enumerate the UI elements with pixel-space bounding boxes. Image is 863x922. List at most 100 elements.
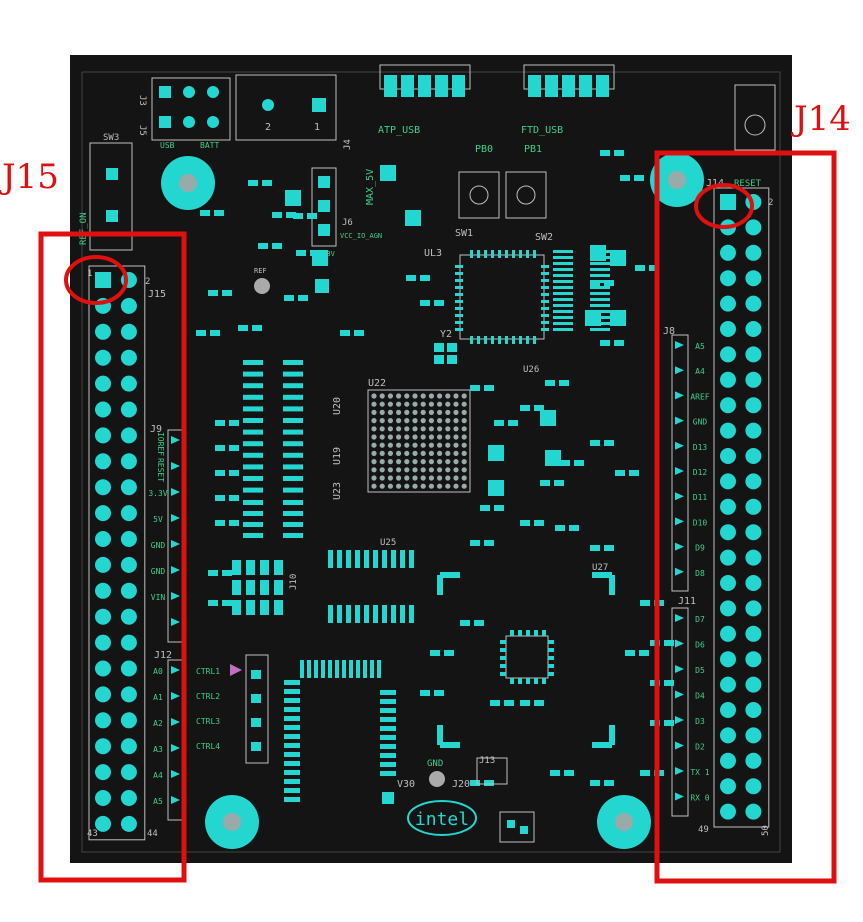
test-point-ref <box>254 278 270 294</box>
header-j15-pin-pad <box>95 712 111 729</box>
header-j14-pin-pad <box>720 448 736 464</box>
label-vcc-io: VCC_IO_AGN <box>340 232 382 240</box>
chip-u25-pin <box>346 550 351 568</box>
qfp-pin <box>455 314 463 317</box>
header-j14-pin-pad <box>745 803 762 820</box>
chip-u25-pin <box>400 605 405 623</box>
bga-ball <box>387 483 393 489</box>
chip-u25-pin <box>400 550 405 568</box>
qfp-pin <box>512 250 515 258</box>
board-silk-border <box>81 71 781 853</box>
bga-ball <box>428 459 434 465</box>
bga-ball <box>445 426 451 432</box>
header-j15-pin-pad <box>95 815 111 832</box>
smd-pad <box>620 175 630 181</box>
qfn-pin <box>548 656 554 660</box>
label-atp-usb: ATP_USB <box>378 125 420 136</box>
bga-ball <box>387 434 393 440</box>
switch-sw3-outline <box>89 142 133 251</box>
qfp-pin <box>470 250 473 258</box>
header-j8-pin <box>675 567 684 576</box>
highlight-circle-j14-pin1 <box>694 183 754 229</box>
chip-u25-pin <box>373 605 378 623</box>
bga-ball <box>371 459 377 465</box>
mounting-hole <box>615 813 633 831</box>
bga-ball <box>428 401 434 407</box>
qfp-pin <box>553 256 573 259</box>
qfp-pin <box>526 336 529 344</box>
label-pb1: PB1 <box>524 144 542 155</box>
smd-pad <box>604 545 614 551</box>
label-u25: U25 <box>380 538 396 548</box>
chip-bottom-pin <box>284 788 300 793</box>
smd-pad <box>229 470 239 476</box>
smd-pad <box>534 520 544 526</box>
smd-large-pad <box>540 410 556 426</box>
bga-ball <box>437 426 443 432</box>
qfp-pin <box>553 328 573 331</box>
j10-pad <box>274 580 283 595</box>
chip-bottom-pin <box>284 743 300 748</box>
j8-pin-label: A5 <box>695 342 705 351</box>
bga-ball <box>379 393 385 399</box>
bga-ball <box>461 442 467 448</box>
header-j14-pin-pad <box>745 371 762 388</box>
chip-u20-pin <box>283 429 303 435</box>
smd-pad <box>590 780 600 786</box>
smd-large-pad <box>285 190 301 206</box>
smd-pad <box>604 440 614 446</box>
bga-ball <box>387 418 393 424</box>
header-j15-pin-pad <box>120 815 137 832</box>
smd-pad <box>210 330 220 336</box>
header-j14-pin-pad <box>720 270 736 287</box>
smd-pad <box>604 780 614 786</box>
chip-u25-pin <box>328 550 333 568</box>
bga-ball <box>461 467 467 473</box>
header-j15-pin-pad <box>95 686 111 703</box>
header-j15-pin-pad <box>120 556 137 573</box>
header-j12-pin <box>171 770 180 778</box>
smd-pad <box>252 325 262 331</box>
bga-ball <box>453 393 459 399</box>
smd-pad <box>604 280 614 286</box>
chip-bottom-pin <box>314 660 318 678</box>
qfp-pin <box>590 304 610 307</box>
j11-pin-label: D3 <box>695 717 705 726</box>
smd-pad <box>664 680 674 686</box>
bga-ball <box>379 409 385 415</box>
switch-sw3-pad <box>106 168 118 180</box>
chip-ul3-outline <box>459 254 545 340</box>
smd-pad <box>298 295 308 301</box>
test-point-gnd <box>429 771 445 787</box>
bga-ball <box>437 401 443 407</box>
smd-pad <box>540 480 550 486</box>
smd-pad <box>229 520 239 526</box>
bga-ball <box>437 418 443 424</box>
chip-bottom-pin <box>284 779 300 784</box>
label-j11: J11 <box>678 596 696 607</box>
smd-large-pad <box>585 310 601 326</box>
j11-pin-label: D6 <box>695 641 705 650</box>
smd-pad <box>664 720 674 726</box>
bga-ball <box>412 418 418 424</box>
chip-u27-corner-marks <box>437 572 615 748</box>
qfn-pin <box>500 672 506 676</box>
usb-connector-pad <box>401 75 414 97</box>
smd-large-pad <box>380 165 396 181</box>
qfp-pin <box>590 286 610 289</box>
chip-bottom-pin <box>363 660 367 678</box>
smd-pad <box>600 340 610 346</box>
header-j14-pin-pad <box>720 244 736 261</box>
chip-bottom-pin <box>284 689 300 694</box>
header-j6-pad <box>318 176 330 188</box>
header-j11-pin <box>675 741 684 750</box>
bga-ball <box>412 393 418 399</box>
chip-u20-pin <box>283 441 303 447</box>
bga-ball <box>420 450 426 456</box>
bga-ball <box>404 409 410 415</box>
bga-ball <box>453 442 459 448</box>
chip-u20-pin <box>283 476 303 481</box>
header-j8-pin <box>675 341 684 349</box>
header-j14-pin-pad <box>720 422 736 439</box>
